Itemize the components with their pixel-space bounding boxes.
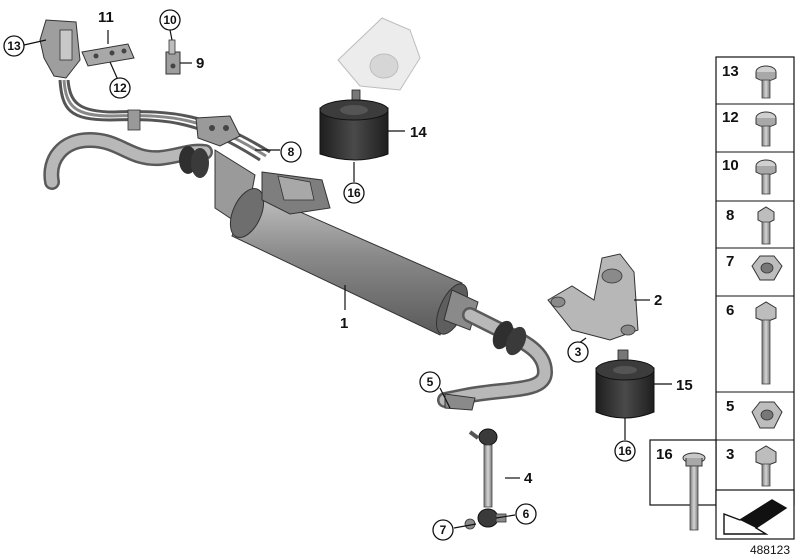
callout-16a: 16	[347, 186, 361, 200]
callout-circle-6	[515, 503, 537, 525]
wiring-harness	[39, 19, 271, 162]
callout-9: 9	[196, 55, 204, 72]
callout-11: 11	[98, 9, 114, 26]
callout-circle-12	[109, 77, 131, 99]
bolt-8-icon	[757, 206, 775, 245]
callout-circle-16b	[614, 440, 636, 462]
part-13-number: 13	[722, 63, 739, 80]
callout-7: 7	[440, 523, 447, 537]
callout-2: 2	[654, 292, 662, 309]
part-6-number: 6	[726, 302, 734, 319]
part-5-number: 5	[726, 398, 734, 415]
callout-12: 12	[113, 81, 127, 95]
nut-5-icon	[751, 401, 783, 429]
callout-circle-5	[419, 371, 441, 393]
callout-circle-13	[3, 35, 25, 57]
part-8-number: 8	[726, 207, 734, 224]
stabilizer-clamp-ghost-top	[337, 17, 421, 91]
callout-circle-16a	[343, 182, 365, 204]
part-16-number: 16	[656, 446, 673, 463]
stabilizer-clamp-right	[547, 253, 639, 341]
callout-circle-8	[280, 141, 302, 163]
callout-6: 6	[523, 507, 530, 521]
active-stabilizer-actuator	[214, 149, 479, 336]
sensor-bracket	[165, 39, 181, 75]
callout-circle-10	[159, 9, 181, 31]
part-7-number: 7	[726, 253, 734, 270]
callout-8: 8	[288, 145, 295, 159]
nut-7-icon	[751, 255, 783, 281]
direction-arrow-icon	[723, 499, 788, 535]
callout-4: 4	[524, 470, 533, 487]
callout-1: 1	[340, 315, 348, 332]
callout-16b: 16	[618, 444, 632, 458]
callout-3: 3	[575, 345, 582, 359]
stabilizer-link	[464, 428, 507, 530]
screw-12-icon	[755, 111, 777, 147]
part-10-number: 10	[722, 157, 739, 174]
callout-5: 5	[427, 375, 434, 389]
harness-bracket	[81, 43, 135, 67]
bolt-3-icon	[755, 445, 777, 487]
bolt-16-icon	[682, 452, 706, 531]
parts-panel: 13 12 10 8 7 6 5 3 16	[649, 56, 795, 540]
callout-10: 10	[163, 13, 177, 27]
rubber-mount-top	[319, 89, 389, 161]
rubber-mount-right	[595, 349, 655, 419]
callout-circle-7	[432, 519, 454, 541]
screw-13-icon	[755, 65, 777, 99]
callout-15: 15	[676, 377, 693, 394]
part-16-cell	[649, 439, 717, 506]
callout-13: 13	[7, 39, 21, 53]
bolt-6-icon	[755, 301, 777, 385]
screw-10-icon	[755, 159, 777, 195]
callout-14: 14	[410, 124, 427, 141]
stabilizer-bar-right	[437, 307, 554, 411]
diagram-number: 488123	[750, 543, 790, 557]
callouts: 1 2 3 4 5 6 7 8 9 10 11 12 13 14 15 16 1…	[3, 9, 693, 541]
part-3-number: 3	[726, 446, 734, 463]
callout-circle-3	[567, 341, 589, 363]
part-12-number: 12	[722, 109, 739, 126]
stabilizer-bar-left	[43, 131, 213, 190]
